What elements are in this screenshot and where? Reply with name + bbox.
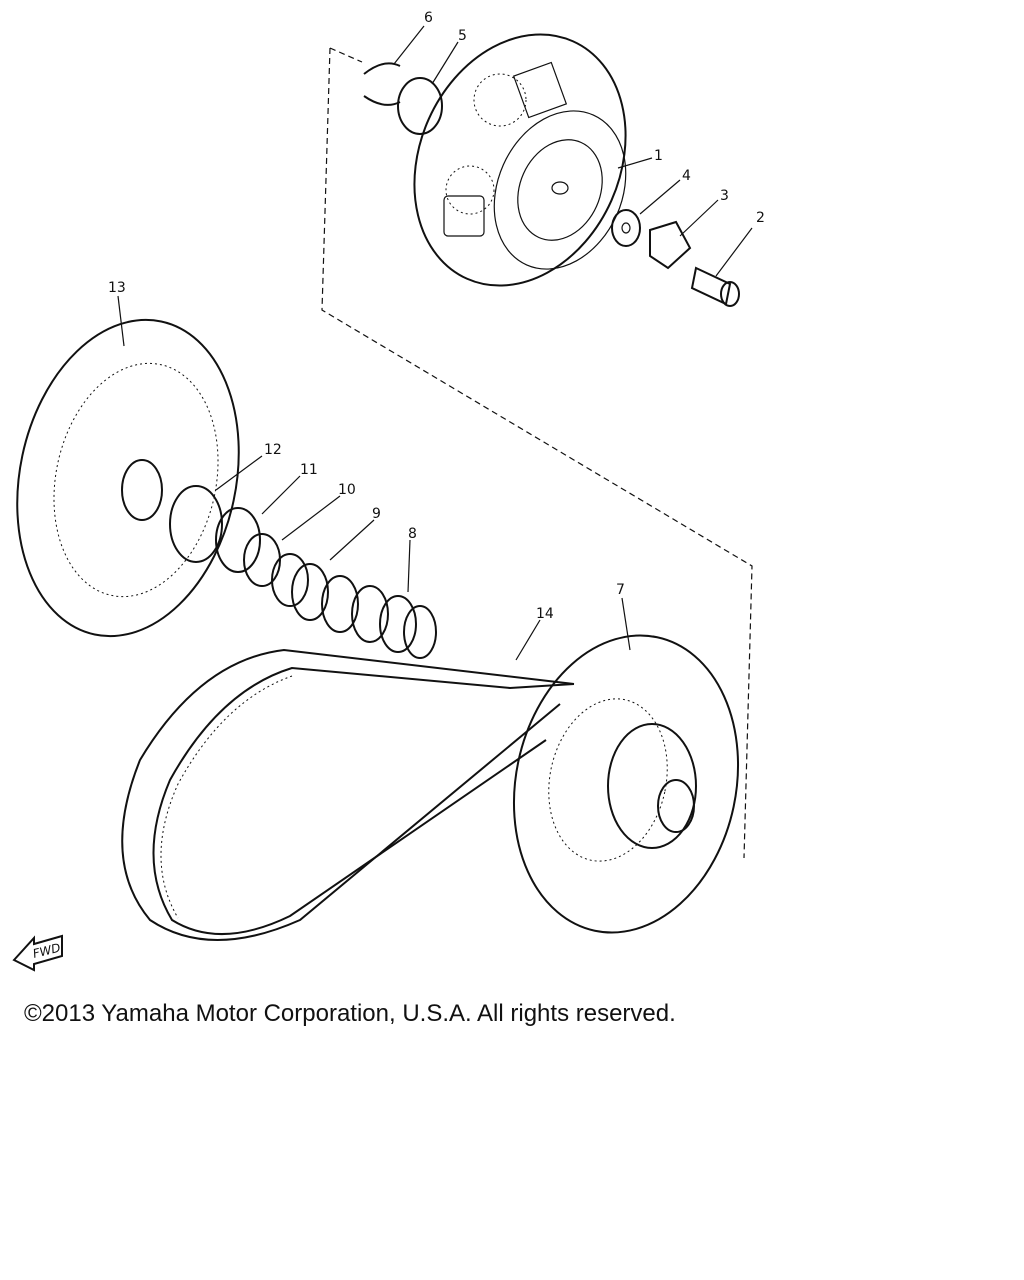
callout-3: 3 xyxy=(720,188,729,204)
callout-1: 1 xyxy=(654,148,663,164)
exploded-view-frame xyxy=(321,47,753,859)
part-11-collar xyxy=(215,507,261,573)
part-7-secondary-sheave xyxy=(512,634,740,934)
part-2-bolt xyxy=(690,266,740,307)
callout-4: 4 xyxy=(682,168,691,184)
leader-lines xyxy=(117,25,753,661)
copyright-notice: ©2013 Yamaha Motor Corporation, U.S.A. A… xyxy=(24,1000,676,1027)
callout-5: 5 xyxy=(458,28,467,44)
callout-6: 6 xyxy=(424,10,433,26)
callout-8: 8 xyxy=(408,526,417,542)
callout-13: 13 xyxy=(108,280,126,296)
part-4-washer xyxy=(611,209,641,247)
callout-14: 14 xyxy=(536,606,554,622)
fwd-label: FWD xyxy=(31,941,62,961)
callout-labels: 1 2 3 4 5 6 7 8 9 10 11 12 13 14 xyxy=(108,10,765,622)
callout-12: 12 xyxy=(264,442,282,458)
part-6-retainer xyxy=(363,62,401,106)
part-14-drive-belt xyxy=(121,648,575,941)
part-8-spring xyxy=(291,563,437,659)
callout-7: 7 xyxy=(616,582,625,598)
part-10-seat xyxy=(243,533,281,587)
fwd-arrow-icon: FWD xyxy=(12,934,63,972)
part-13-fixed-sheave xyxy=(16,318,240,638)
part-3-lock-plate xyxy=(649,220,692,270)
part-1-sheave-assembly xyxy=(413,33,627,287)
callout-2: 2 xyxy=(756,210,765,226)
callout-11: 11 xyxy=(300,462,318,478)
part-5-circlip xyxy=(397,77,443,135)
callout-9: 9 xyxy=(372,506,381,522)
part-9-spring-seat xyxy=(271,553,309,607)
part-12-bearing xyxy=(169,485,223,563)
callout-10: 10 xyxy=(338,482,356,498)
